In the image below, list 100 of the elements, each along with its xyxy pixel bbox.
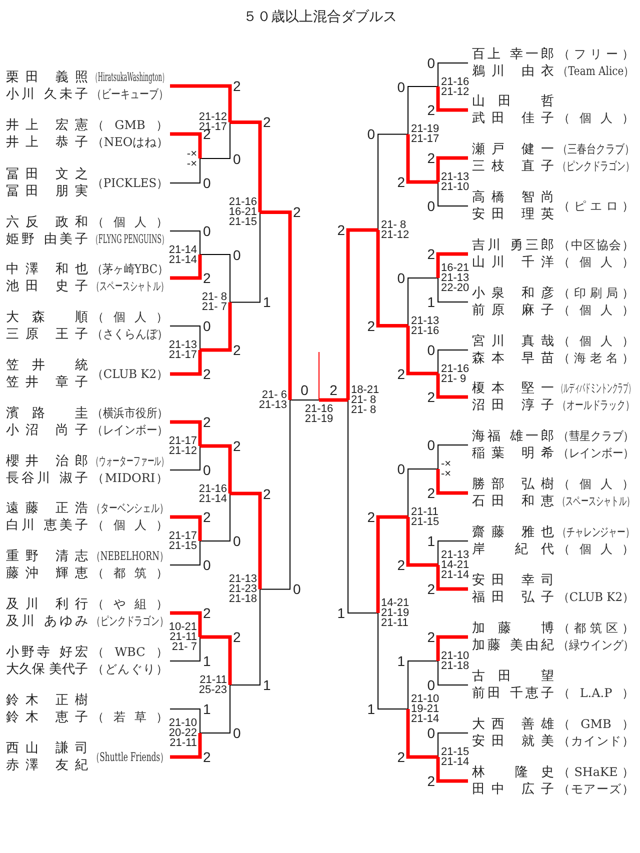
player-name: 福田 弘子	[472, 589, 554, 606]
game-count: 2	[203, 509, 211, 525]
player-name: 石田 和恵	[472, 493, 554, 510]
club-name: （さくらんぼ）	[92, 326, 168, 343]
game-score: 21-23	[228, 584, 257, 594]
club-name: （HiratsukaWashington）	[92, 69, 168, 86]
bracket-line	[170, 420, 202, 446]
game-score: 21-13	[258, 400, 287, 410]
bracket-line	[436, 757, 468, 783]
club-name: （モアーズ）	[558, 781, 634, 798]
club-name: （オールドラック）	[558, 397, 634, 414]
bracket-line	[170, 515, 202, 541]
game-count: 0	[203, 175, 211, 191]
bracket-line	[230, 492, 262, 590]
game-score: 21-14	[411, 714, 440, 724]
bracket-line	[260, 400, 290, 590]
player-name: 櫻井 治郎	[6, 453, 88, 470]
game-score: 21-18	[441, 661, 470, 671]
game-score: 21-10	[441, 651, 470, 661]
game-score: 21-15	[411, 517, 440, 527]
game-count: 0	[203, 557, 211, 573]
game-score: 21-16	[228, 197, 257, 208]
club-name: （個人）	[558, 333, 634, 350]
game-count: 0	[293, 581, 301, 598]
game-score: 21-16	[198, 484, 227, 494]
player-name: 井上 恭子	[6, 134, 88, 151]
bracket-line	[170, 326, 200, 350]
game-score: 16-21	[441, 263, 470, 273]
game-count: 0	[233, 246, 241, 262]
game-score: 21-11	[381, 618, 410, 628]
game-score: 21- 7	[170, 642, 197, 652]
game-count: 2	[233, 342, 241, 358]
game-count: 0	[203, 223, 211, 239]
game-score: 21-13	[411, 316, 440, 326]
bracket-line	[408, 278, 438, 326]
club-name: （レインボー）	[92, 422, 168, 439]
bracket-line	[346, 228, 378, 400]
game-count: 1	[397, 653, 405, 669]
bracket-line	[378, 612, 408, 710]
club-name: （スペースシャトル）	[92, 278, 168, 295]
player-name: 及川 あゆみ	[6, 613, 88, 630]
bracket-line	[170, 733, 202, 759]
game-score: 21-11	[168, 738, 197, 748]
bracket-line	[436, 469, 468, 495]
bracket-line	[436, 635, 468, 661]
game-score: 21-16	[304, 404, 334, 414]
club-name: （個人）	[92, 309, 168, 326]
player-name: 森本 早苗	[472, 350, 554, 367]
game-count: 2	[337, 222, 345, 238]
game-count: 2	[427, 485, 435, 501]
bracket-line	[170, 611, 202, 637]
game-count: 0	[397, 78, 405, 94]
game-score: 21-19	[381, 608, 410, 618]
club-name: （WBC）	[92, 644, 168, 661]
game-score: 21-12	[441, 86, 470, 96]
game-count: 2	[293, 204, 301, 220]
bracket-line	[200, 254, 230, 303]
game-score: 10-21	[168, 622, 197, 632]
game-score: 20-22	[168, 728, 197, 738]
bracket-line	[170, 636, 200, 662]
game-score: 21-19	[304, 414, 334, 424]
bracket-line	[438, 350, 468, 374]
player-name: 百上 幸一郎	[472, 46, 554, 63]
game-count: 2	[427, 581, 435, 597]
club-name: （個人）	[558, 302, 634, 319]
game-score: 21-14	[441, 570, 470, 580]
game-score: 21- 9	[441, 374, 468, 384]
bracket-line	[376, 515, 408, 613]
bracket-line	[170, 230, 200, 255]
player-name: 加藤 美由紀	[472, 637, 554, 654]
game-count: 2	[233, 629, 241, 645]
game-count: 2	[427, 246, 435, 262]
game-score: 21-15	[441, 747, 470, 757]
bracket-line	[406, 517, 438, 567]
bracket-line	[170, 350, 202, 376]
club-name: （ルディバドミントンクラブ）	[558, 380, 634, 397]
player-name: 井上 宏憲	[6, 117, 88, 134]
club-name: （MIDORI）	[92, 470, 168, 487]
bracket-line	[376, 230, 408, 328]
game-count: 0	[397, 461, 405, 477]
club-name: （ウォーターファール）	[92, 453, 168, 470]
game-count: 2	[263, 114, 271, 130]
bracket-line	[408, 660, 438, 710]
club-name: （ピンクドラゴン）	[92, 613, 168, 630]
game-count: 1	[203, 701, 211, 717]
game-count: 0	[203, 462, 211, 478]
bracket-line	[408, 468, 438, 518]
bracket-line	[170, 84, 232, 122]
club-name: （ビーキューブ）	[92, 86, 168, 103]
player-name: 中澤 和也	[6, 261, 88, 278]
game-count: 0	[300, 382, 308, 398]
club-name: （印刷局）	[558, 285, 634, 302]
bracket-line	[170, 540, 200, 566]
bracket-line	[436, 86, 468, 112]
game-score: 21-14	[198, 494, 227, 504]
game-count: 2	[397, 749, 405, 765]
game-score: 21-15	[228, 217, 257, 228]
game-score: 21-10	[441, 182, 470, 192]
club-name: （茅ヶ崎YBC）	[92, 261, 168, 278]
player-name: 安田 就美	[472, 733, 554, 750]
